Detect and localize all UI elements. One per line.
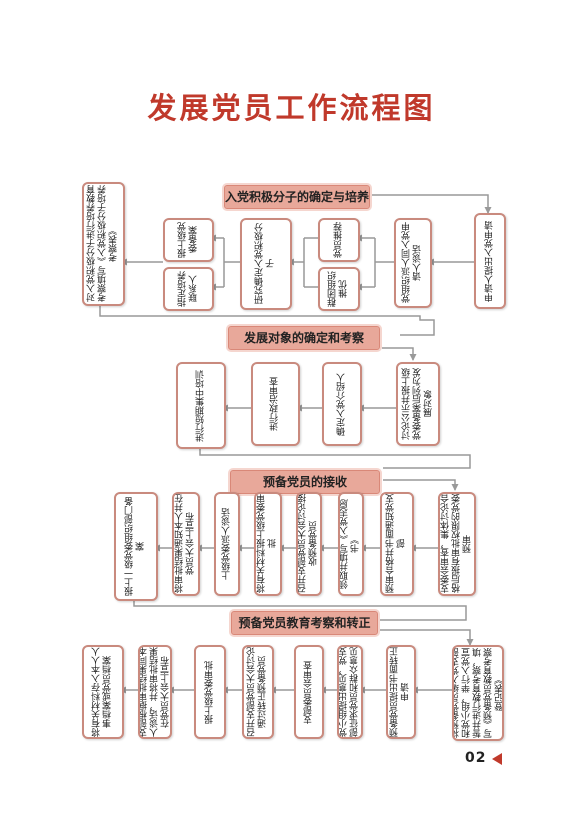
step-discuss-publicize: 讨论公示并报上级党委备案后列为发展对象 [396, 362, 440, 446]
step-apply: 申请人提出入党申请 [474, 213, 506, 309]
step-apply-text: 申请人提出入党申请 [484, 220, 495, 302]
step-committee-review-text: 支委会审查，集体讨论合格后报有审批权限的党委预审 [440, 494, 473, 594]
page-arrow-icon [492, 753, 502, 765]
step-party-recommend-text: 党员推荐 [333, 222, 344, 258]
step-general-meeting-text: 召开支部党员大会讨论通过转正预备党员 [247, 647, 268, 737]
stage-2-header: 发展对象的确定和考察 [226, 324, 382, 352]
stage-4-header: 预备党员教育考察和转正 [229, 609, 380, 637]
step-written-application-text: 预备党员提出书面转正申请 [390, 647, 411, 737]
step-fill-form-text: 领取并填写《入党志愿书》 [340, 499, 361, 589]
step-discuss-publicize-text: 讨论公示并报上级党委备案后列为发展对象 [401, 368, 434, 440]
step-cultivate-text: 对入党积极分子进行培养教育考察填写《入党积极分子培养考察表》 [87, 185, 119, 303]
step-mass-recommend-text: 群团组织推优 [328, 271, 349, 307]
step-fill-form: 领取并填写《入党志愿书》 [338, 492, 364, 596]
step-notify-result-text: 支部根据审批结果同本人谈话，并将审批结果在党员大会上宣布 [138, 647, 171, 737]
step-branch-meeting: 召开支部党员大会讨论接收预备党员 [296, 492, 322, 596]
page-number: 02 [465, 750, 487, 766]
step-general-meeting: 召开支部党员大会讨论通过转正预备党员 [242, 645, 274, 739]
step-report-upper: 报上级党委备案 [163, 218, 214, 262]
step-group-opinion-text: 党小组提出意见，党支部征求党员和群众意见 [339, 647, 360, 737]
step-notify-announce: 将审批结果通知本人并在党员大会上宣布 [172, 492, 200, 596]
step-notify-result: 支部根据审批结果同本人谈话，并将审批结果在党员大会上宣布 [138, 645, 172, 739]
step-committee-review: 支委会审查，集体讨论合格后报有审批权限的党委预审 [438, 492, 476, 596]
step-determine-activist-text: 研究确定入党积极分子 [255, 223, 276, 305]
step-branch-committee: 支部委员会审查 [294, 645, 324, 739]
step-training-text: 进行短期集中培训 [195, 369, 206, 442]
step-archive-files-text: 将有关材料存入本人人事档案或党员档案 [92, 647, 113, 737]
step-political-review-text: 进行政治审查 [270, 377, 280, 431]
step-report-materials: 将有关材料报上级党委审批 [254, 492, 282, 596]
step-branch-committee-text: 支部委员会审查 [303, 660, 314, 724]
step-organize-education-text: 将预备党员编入党支部和党小组，举行入党宣誓并进行教育考察，填写《预备党员教育考察… [452, 648, 504, 738]
step-cultivate: 对入党积极分子进行培养教育考察填写《入党积极分子培养考察表》 [82, 182, 125, 306]
step-assign-contact-text: 指定培养联系人 [177, 271, 199, 307]
step-upper-talk: 上级党委派人谈话 [214, 492, 240, 596]
step-prereview-notice-text: 预审合格并书面通知党支部 [386, 494, 407, 594]
step-mass-recommend: 群团组织推优 [318, 267, 360, 311]
step-sponsors-text: 确定入党介绍人 [336, 372, 347, 436]
step-assign-talk: 党组织派人同入党申请人谈话 [394, 218, 432, 308]
step-group-opinion: 党小组提出意见，党支部征求党员和群众意见 [337, 645, 363, 739]
step-file-archive: 报上一级党委组织部门备案 [114, 492, 158, 601]
step-report-approve: 报上级党委审批 [194, 645, 226, 739]
step-branch-meeting-text: 召开支部党员大会讨论接收预备党员 [298, 494, 319, 594]
page-title: 发展党员工作流程图 [147, 91, 436, 125]
stage-1-header: 入党积极分子的确定与培养 [222, 183, 372, 211]
step-written-application: 预备党员提出书面转正申请 [386, 645, 416, 739]
step-report-upper-text: 报上级党委备案 [177, 222, 199, 258]
step-determine-activist: 研究确定入党积极分子 [240, 218, 292, 310]
step-file-archive-text: 报上一级党委组织部门备案 [125, 497, 146, 596]
step-archive-files: 将有关材料存入本人人事档案或党员档案 [82, 645, 124, 739]
step-training: 进行短期集中培训 [176, 362, 226, 449]
step-upper-talk-text: 上级党委派人谈话 [221, 508, 232, 580]
step-organize-education: 将预备党员编入党支部和党小组，举行入党宣誓并进行教育考察，填写《预备党员教育考察… [452, 645, 504, 741]
step-assign-talk-text: 党组织派人同入党申请人谈话 [402, 222, 423, 304]
step-political-review: 进行政治审查 [251, 362, 300, 446]
step-sponsors: 确定入党介绍人 [322, 362, 362, 446]
step-assign-contact: 指定培养联系人 [163, 267, 214, 311]
step-notify-announce-text: 将审批结果通知本人并在党员大会上宣布 [175, 494, 196, 594]
step-party-recommend: 党员推荐 [318, 218, 360, 262]
step-report-approve-text: 报上级党委审批 [204, 660, 215, 724]
step-prereview-notice: 预审合格并书面通知党支部 [380, 492, 414, 596]
step-report-materials-text: 将有关材料报上级党委审批 [257, 494, 278, 594]
